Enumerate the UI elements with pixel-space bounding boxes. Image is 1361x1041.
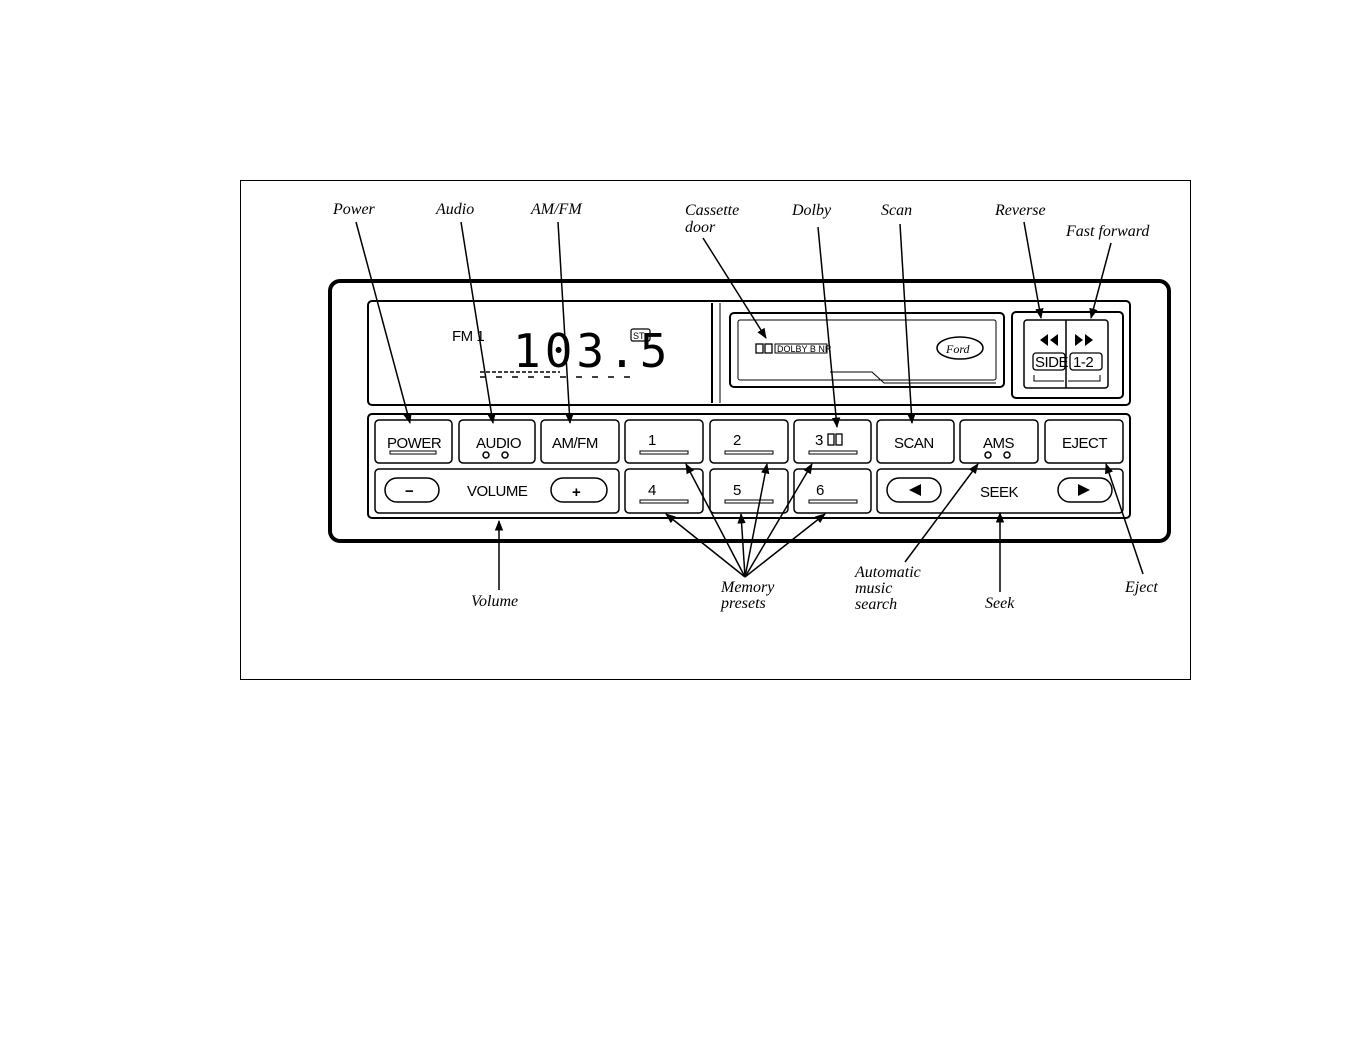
callout-eject: Eject [1124,579,1158,596]
callout-ams-line1: Automatic [854,564,921,581]
callout-volume: Volume [471,593,518,610]
callout-audio: Audio [435,201,474,218]
seek-up-button[interactable] [1058,478,1112,502]
preset-4-label: 4 [648,482,656,499]
scan-button[interactable]: SCAN [877,420,954,463]
preset-5-button[interactable]: 5 [710,469,788,513]
preset-2-button[interactable]: 2 [710,420,788,463]
power-button[interactable]: POWER [375,420,452,463]
preset-3-dolby-button[interactable]: 3 [794,420,871,463]
audio-button[interactable]: AUDIO [459,420,535,463]
callout-ams-line3: search [855,596,897,613]
volume-plus-icon: + [572,484,581,501]
preset-3-label: 3 [815,432,823,449]
callout-dolby: Dolby [791,202,832,219]
callout-fast-forward: Fast forward [1065,223,1150,240]
callout-cassette-door-line1: Cassette [685,202,739,219]
audio-button-label: AUDIO [476,435,521,452]
volume-control: − VOLUME + [375,469,619,513]
preset-2-label: 2 [733,432,741,449]
volume-minus-icon: − [405,483,414,500]
callout-cassette-door-line2: door [685,219,716,236]
ams-button[interactable]: AMS [960,420,1038,463]
preset-6-label: 6 [816,482,824,499]
callout-memory-presets-line1: Memory [720,579,775,596]
ams-button-label: AMS [983,435,1015,452]
scan-button-label: SCAN [894,435,934,452]
amfm-button-label: AM/FM [552,435,598,452]
volume-up-button[interactable]: + [551,478,607,502]
seek-down-button[interactable] [887,478,941,502]
preset-1-button[interactable]: 1 [625,420,703,463]
ford-logo-text: Ford [945,342,971,356]
callout-memory-presets-line2: presets [720,595,766,612]
dolby-nr-label: DOLBY B NR [777,344,832,354]
callout-scan: Scan [881,202,912,219]
callout-power: Power [332,201,376,218]
callout-ams-line2: music [855,580,892,597]
power-button-label: POWER [387,435,442,452]
amfm-button[interactable]: AM/FM [541,420,619,463]
preset-5-label: 5 [733,482,741,499]
seek-label: SEEK [980,484,1019,501]
volume-down-button[interactable]: − [385,478,439,502]
stereo-indicator: ST [633,331,645,341]
callout-amfm: AM/FM [530,201,583,218]
one-two-label: 1-2 [1073,354,1093,371]
preset-1-label: 1 [648,432,656,449]
side-label: SIDE [1035,354,1069,371]
volume-label: VOLUME [467,483,528,500]
seek-control: SEEK [877,469,1123,513]
callout-reverse: Reverse [994,202,1046,219]
eject-button[interactable]: EJECT [1045,420,1123,463]
callout-seek: Seek [985,595,1015,612]
display-frequency: 103.5 [513,324,671,378]
eject-button-label: EJECT [1062,435,1107,452]
